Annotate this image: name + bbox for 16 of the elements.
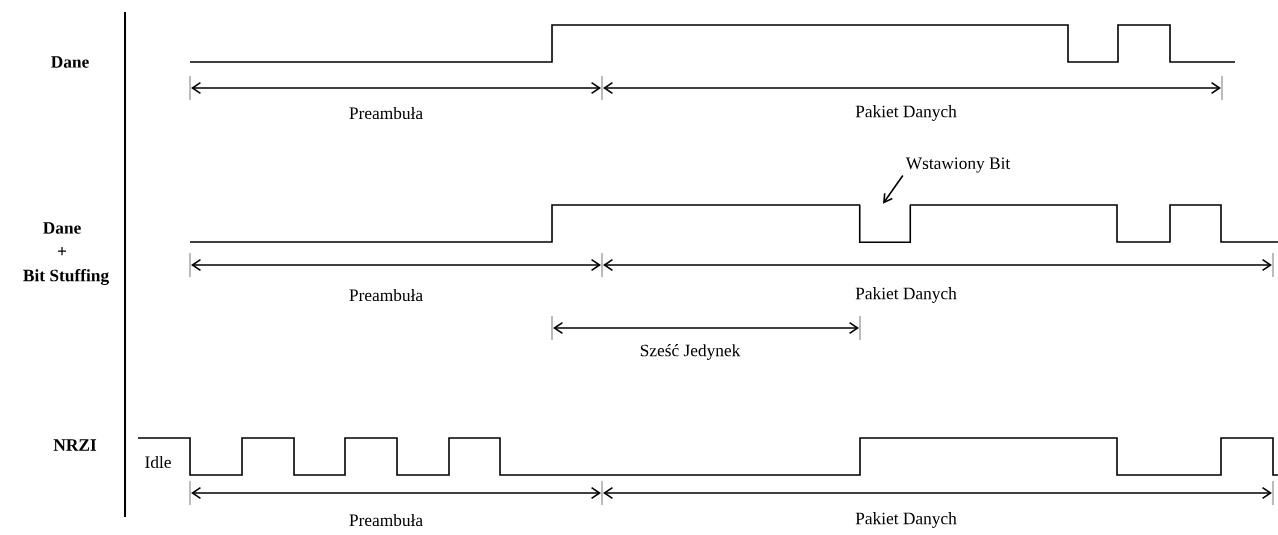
span-label: Pakiet Danych bbox=[855, 105, 957, 121]
signal-name: Dane bbox=[51, 56, 89, 68]
span-label: Preambuła bbox=[349, 288, 423, 302]
state-label: Idle bbox=[145, 455, 171, 469]
signal-name: NRZI bbox=[53, 439, 97, 451]
signal-name: Bit Stuffing bbox=[23, 268, 109, 285]
leader-arrow bbox=[883, 174, 904, 204]
span-label: Preambuła bbox=[349, 513, 423, 527]
plus-sign: + bbox=[58, 247, 67, 256]
span-label: Preambuła bbox=[349, 106, 423, 120]
callout-text: Wstawiony Bit bbox=[905, 157, 1011, 173]
span-label: Pakiet Danych bbox=[855, 287, 957, 303]
stuffed-bit-pulse bbox=[858, 203, 912, 244]
span-label: Sześć Jedynek bbox=[640, 344, 741, 360]
span-label: Pakiet Danych bbox=[855, 512, 957, 528]
signal-name: Dane bbox=[43, 222, 81, 234]
